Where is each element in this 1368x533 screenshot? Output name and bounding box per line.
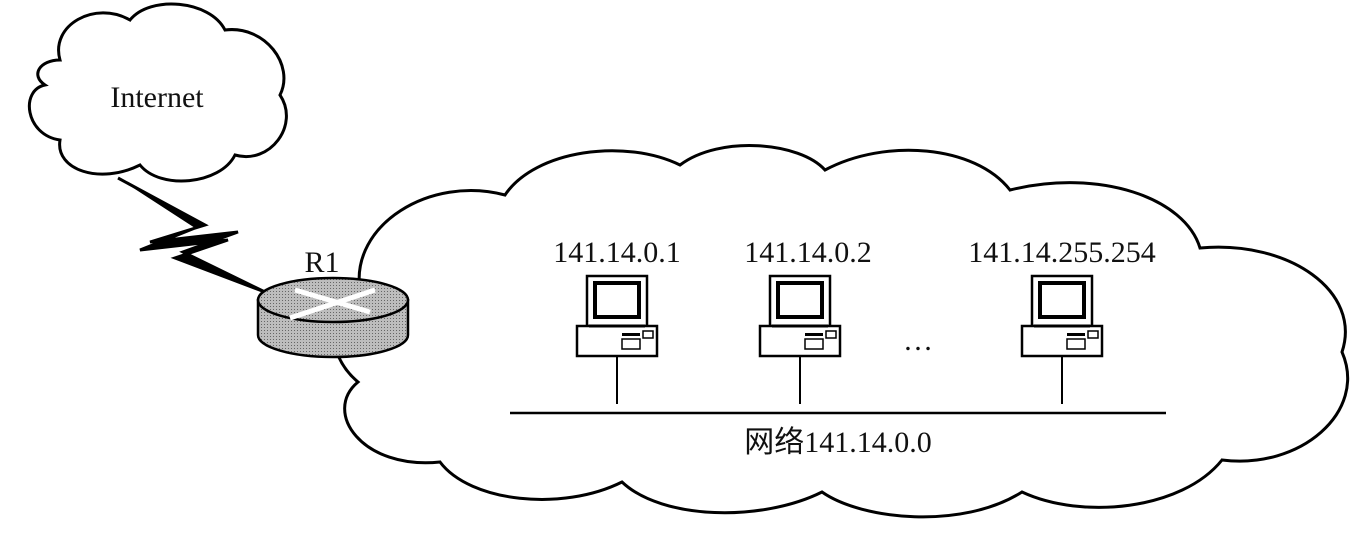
host-ip-label: 141.14.0.2 xyxy=(744,236,872,269)
internet-cloud xyxy=(28,2,288,183)
host-ip-label: 141.14.0.1 xyxy=(553,236,681,269)
ellipsis: … xyxy=(903,324,933,357)
wan-link xyxy=(117,176,266,294)
router-label: R1 xyxy=(304,246,339,279)
internet-label: Internet xyxy=(110,81,204,114)
host-ip-label: 141.14.255.254 xyxy=(968,236,1156,269)
router-icon[interactable] xyxy=(256,276,410,359)
network-label: 网络141.14.0.0 xyxy=(744,426,932,459)
